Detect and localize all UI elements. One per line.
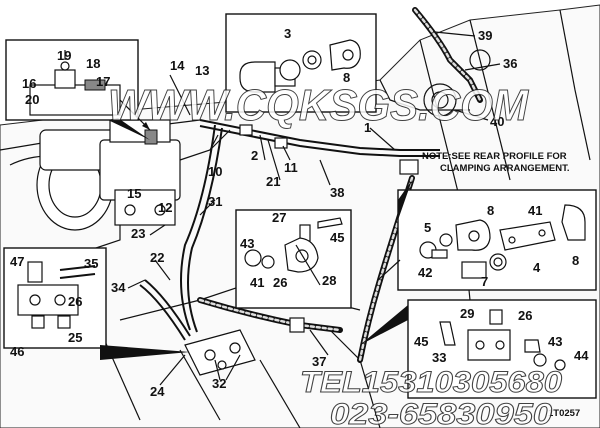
callout-19: 19: [57, 48, 71, 63]
callout-34: 34: [111, 280, 126, 295]
callout-29: 29: [460, 306, 474, 321]
callout-12: 12: [158, 200, 172, 215]
mounting-block: [184, 329, 256, 376]
callout-4: 4: [533, 260, 541, 275]
callout-5: 5: [424, 220, 431, 235]
callout-20: 20: [25, 92, 39, 107]
callout-43: 43: [240, 236, 254, 251]
callout-23: 23: [131, 226, 145, 241]
callout-25: 25: [68, 330, 82, 345]
fuel-lines: [139, 7, 483, 363]
note-line-1: NOTE:SEE REAR PROFILE FOR: [422, 151, 567, 162]
callout-8: 8: [572, 253, 579, 268]
callout-47: 47: [10, 254, 24, 269]
callout-28: 28: [322, 273, 336, 288]
watermark: WWW.CQKSGS.COM TEL15310305680 023-658309…: [108, 81, 563, 428]
callout-15: 15: [127, 186, 141, 201]
watermark-site: WWW.CQKSGS.COM: [108, 81, 529, 130]
callout-35: 35: [84, 256, 98, 271]
callout-11: 11: [284, 160, 298, 175]
callout-44: 44: [574, 348, 589, 363]
callout-45: 45: [414, 334, 428, 349]
watermark-phone: 023-65830950: [330, 398, 552, 428]
callout-37: 37: [312, 354, 326, 369]
callout-10: 10: [208, 164, 222, 179]
inset-top-center: [225, 13, 377, 113]
callout-33: 33: [432, 350, 446, 365]
inset-left-lower: [3, 247, 107, 349]
callout-1: 1: [364, 120, 371, 135]
callout-numbers: 13 1 2 21 11 10 31 38 12 15 23 22 34 37 …: [10, 26, 589, 399]
callout-7: 7: [481, 274, 488, 289]
callout-14: 14: [170, 58, 185, 73]
callout-43: 43: [548, 334, 562, 349]
callout-24: 24: [150, 384, 165, 399]
callout-22: 22: [150, 250, 164, 265]
callout-46: 46: [10, 344, 24, 359]
callout-27: 27: [272, 210, 286, 225]
inset-right-upper: [397, 189, 597, 291]
note-line-2: CLAMPING ARRANGEMENT.: [440, 163, 569, 174]
callout-31: 31: [208, 194, 222, 209]
fuel-pump: [99, 119, 231, 226]
callout-39: 39: [478, 28, 492, 43]
callout-36: 36: [503, 56, 517, 71]
callout-26: 26: [68, 294, 82, 309]
callout-21: 21: [266, 174, 280, 189]
inset-right-lower: [407, 299, 597, 399]
callout-13: 13: [195, 63, 209, 78]
callout-18: 18: [86, 56, 100, 71]
callout-16: 16: [22, 76, 36, 91]
callout-45: 45: [330, 230, 344, 245]
callout-26: 26: [273, 275, 287, 290]
callout-41: 41: [250, 275, 264, 290]
callout-26: 26: [518, 308, 532, 323]
leader-lines: [100, 31, 501, 386]
callout-32: 32: [212, 376, 226, 391]
callout-38: 38: [330, 185, 344, 200]
inset-mid: [235, 209, 352, 309]
callout-8: 8: [487, 203, 494, 218]
clamping-note: NOTE:SEE REAR PROFILE FOR CLAMPING ARRAN…: [422, 151, 569, 174]
callout-3: 3: [284, 26, 291, 41]
callout-41: 41: [528, 203, 542, 218]
figure-code: 1T0257: [548, 408, 580, 419]
callout-40: 40: [490, 114, 504, 129]
callout-17: 17: [96, 74, 110, 89]
inset-top-left: [5, 39, 139, 121]
callout-42: 42: [418, 265, 432, 280]
watermark-tel: TEL15310305680: [300, 366, 562, 399]
callout-8: 8: [343, 70, 350, 85]
callout-2: 2: [251, 148, 258, 163]
